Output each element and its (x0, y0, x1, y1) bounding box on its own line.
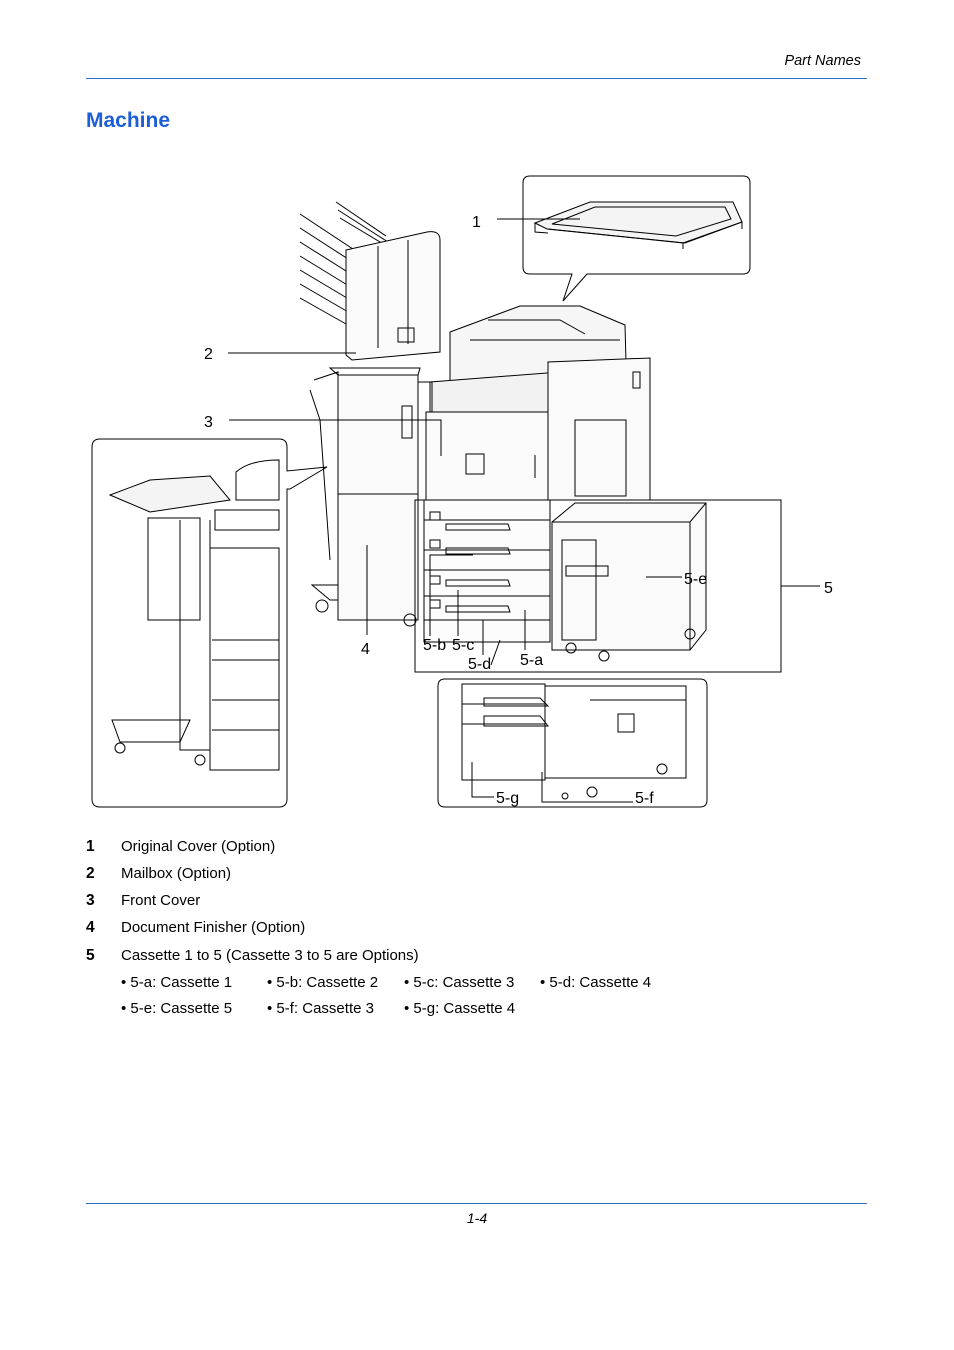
item-label: Mailbox (Option) (121, 865, 232, 882)
original-cover-inset (522, 175, 751, 302)
item-number: 2 (86, 865, 95, 882)
callout-5e: 5-e (684, 571, 707, 588)
callout-5b: 5-b (423, 637, 446, 654)
callout-5a: 5-a (520, 652, 543, 669)
item-label: Original Cover (Option) (121, 838, 276, 855)
item-number: 4 (86, 919, 95, 936)
callout-4: 4 (361, 641, 370, 658)
callout-1: 1 (472, 214, 481, 231)
cassette-inset (437, 678, 708, 808)
callout-3: 3 (204, 414, 213, 431)
item-label: Document Finisher (Option) (121, 919, 306, 936)
page-number: 1-4 (466, 1210, 488, 1226)
cassette-note: • 5-a: Cassette 1 (121, 974, 233, 991)
callout-5f: 5-f (635, 790, 654, 807)
page-title: Machine (86, 109, 171, 132)
callout-5g: 5-g (496, 790, 519, 807)
cassette-bracket (414, 499, 782, 673)
mfp-body (417, 305, 651, 643)
cassette-note: • 5-c: Cassette 3 (404, 974, 515, 991)
side-feeder (551, 502, 707, 662)
callout-5: 5 (824, 580, 833, 597)
cassette-note: • 5-e: Cassette 5 (121, 1000, 233, 1017)
callout-5c: 5-c (452, 637, 474, 654)
document-finisher (309, 367, 421, 627)
item-number: 5 (86, 947, 95, 964)
cassette-note: • 5-b: Cassette 2 (267, 974, 379, 991)
mailbox (299, 201, 441, 361)
item-number: 1 (86, 838, 95, 855)
callout-2: 2 (204, 346, 213, 363)
cassette-note: • 5-g: Cassette 4 (404, 1000, 516, 1017)
finisher-inset (91, 438, 328, 808)
item-label: Front Cover (121, 892, 201, 909)
header-section-label: Part Names (784, 53, 861, 69)
footer-rule (86, 1203, 867, 1204)
callout-5d: 5-d (468, 656, 491, 673)
cassette-note: • 5-d: Cassette 4 (540, 974, 652, 991)
leader-lines (228, 218, 820, 803)
item-number: 3 (86, 892, 95, 909)
cassette-note: • 5-f: Cassette 3 (267, 1000, 374, 1017)
item-label: Cassette 1 to 5 (Cassette 3 to 5 are Opt… (121, 947, 419, 964)
header-rule (86, 78, 867, 79)
parts-list: 1 Original Cover (Option) 2 Mailbox (Opt… (86, 838, 867, 1028)
